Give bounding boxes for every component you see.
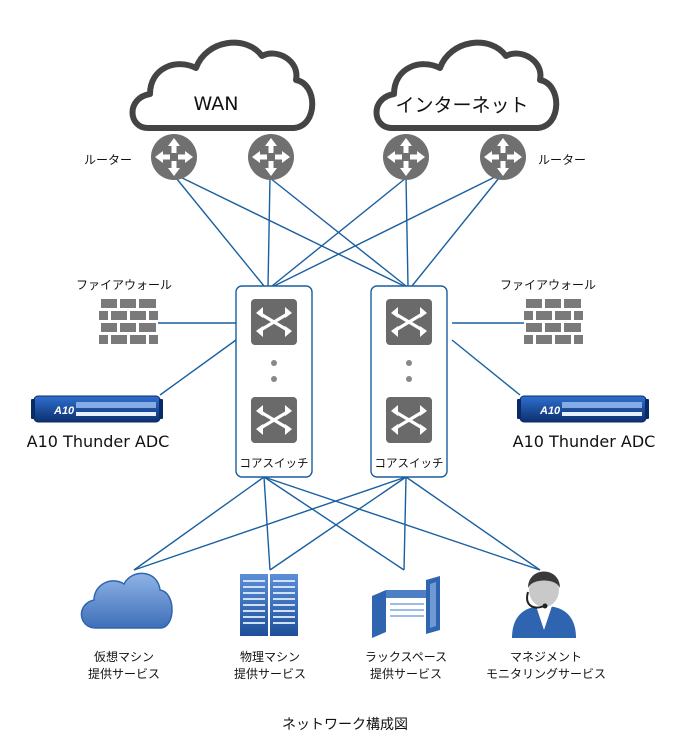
router-icon (383, 134, 429, 180)
router-icon (248, 134, 294, 180)
core-switch-label-left: コアスイッチ (239, 456, 309, 470)
a10-logo-right: A10 (539, 405, 561, 417)
a10-logo-left: A10 (53, 405, 75, 417)
wan-cloud (129, 39, 316, 131)
firewall-icon (99, 298, 158, 344)
management-line1: マネジメント (509, 650, 583, 664)
rack-space-line1: ラックスペース (364, 650, 448, 664)
adc-appliance-left (31, 395, 163, 423)
physical-machine-service-label: 物理マシン 提供サービス (234, 649, 306, 683)
diagram-caption: ネットワーク構成図 (282, 717, 408, 733)
adc-label-left: A10 Thunder ADC (26, 432, 170, 451)
management-service-label: マネジメント モニタリングサービス (486, 649, 606, 683)
physical-server-icon (240, 574, 298, 636)
virtual-machine-line2: 提供サービス (87, 667, 161, 681)
connection-lines (133, 172, 541, 571)
internet-label: インターネット (395, 94, 529, 117)
virtual-machine-service-label: 仮想マシン 提供サービス (88, 649, 160, 683)
adc-label-right: A10 Thunder ADC (512, 432, 656, 451)
wan-label: WAN (193, 93, 239, 115)
internet-cloud (373, 39, 560, 131)
rack-space-service-label: ラックスペース 提供サービス (365, 649, 447, 683)
rack-space-line2: 提供サービス (369, 667, 443, 681)
operator-headset-icon (512, 571, 576, 638)
router-label-left: ルーター (84, 153, 133, 167)
firewall-label-right: ファイアウォール (500, 278, 597, 292)
physical-machine-line2: 提供サービス (233, 667, 307, 681)
core-switch-left (235, 285, 313, 478)
core-switch-label-right: コアスイッチ (374, 456, 444, 470)
core-switch-right (370, 285, 448, 478)
firewall-label-left: ファイアウォール (76, 278, 173, 292)
management-line2: モニタリングサービス (485, 667, 607, 681)
router-label-right: ルーター (538, 153, 587, 167)
rack-space-icon (372, 576, 440, 638)
virtual-machine-line1: 仮想マシン (93, 650, 155, 664)
firewall-icon (524, 298, 583, 344)
virtual-machine-cloud-icon (80, 572, 173, 629)
physical-machine-line1: 物理マシン (239, 650, 301, 664)
router-icon (151, 134, 197, 180)
adc-appliance-right (517, 395, 649, 423)
router-icon (480, 134, 526, 180)
